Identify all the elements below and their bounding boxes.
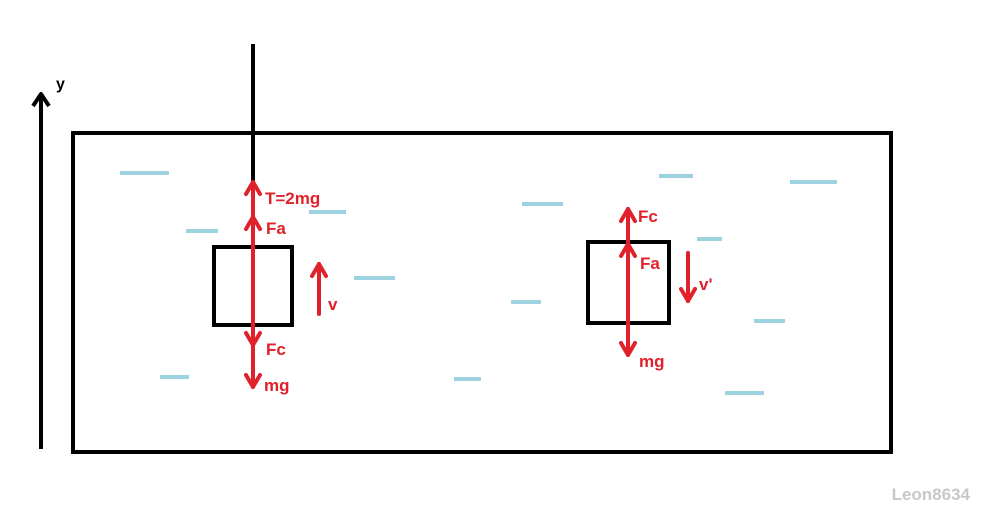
- velocity-up-arrow-icon: [310, 262, 328, 278]
- right-body: Fc Fa mg v': [586, 207, 713, 371]
- buoyancy-label: Fa: [640, 254, 660, 273]
- buoyancy-arrow-icon: [244, 215, 262, 231]
- buoyancy-label: Fa: [266, 219, 286, 238]
- drag-label: Fc: [638, 207, 658, 226]
- weight-label: mg: [264, 376, 290, 395]
- weight-arrow-icon: [244, 373, 262, 389]
- y-axis-label: y: [56, 76, 65, 93]
- drag-arrow-icon: [244, 331, 262, 347]
- y-axis-arrow-icon: [31, 92, 51, 108]
- tension-arrow-icon: [244, 180, 262, 196]
- y-axis: y: [31, 76, 65, 449]
- weight-arrow-icon: [619, 341, 637, 357]
- velocity-label: v: [328, 295, 338, 314]
- left-body: T=2mg Fa Fc mg v: [212, 180, 338, 395]
- water-tank: [71, 131, 893, 454]
- tension-label: T=2mg: [265, 189, 320, 208]
- watermark: Leon8634: [892, 485, 971, 504]
- water-surface-marks: [120, 171, 837, 395]
- weight-label: mg: [639, 352, 665, 371]
- velocity-label: v': [699, 275, 713, 294]
- velocity-down-arrow-icon: [679, 287, 697, 303]
- drag-label: Fc: [266, 340, 286, 359]
- buoyancy-arrow-icon: [619, 242, 637, 258]
- drag-arrow-icon: [619, 207, 637, 223]
